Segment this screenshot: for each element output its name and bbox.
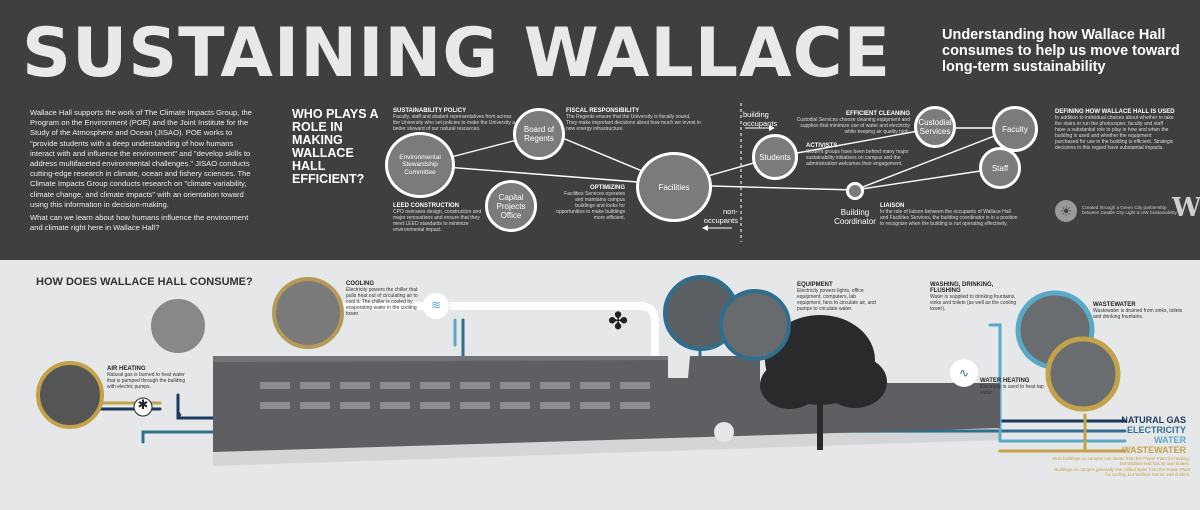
legend-water: WATER <box>1154 435 1186 445</box>
efficient-cleaning-block: EFFICIENT CLEANING Custodial Services ch… <box>796 111 910 135</box>
node-building-coordinator <box>846 182 864 200</box>
node-staff: Staff <box>979 147 1021 189</box>
poster-subtitle: Understanding how Wallace Hall consumes … <box>942 27 1180 75</box>
roles-heading: WHO PLAYS A ROLE IN MAKING WALLACE HALL … <box>292 107 379 186</box>
water-heating-block: WATER HEATING Electricity is used to hea… <box>980 378 1044 396</box>
node-custodial-services: Custodial Services <box>914 106 956 148</box>
node-students: Students <box>752 134 798 180</box>
node-facilities: Facilities <box>636 152 712 222</box>
legend-wastewater: WASTEWATER <box>1122 445 1186 455</box>
poster-title: SUSTAINING WALLACE <box>22 14 892 93</box>
building-coordinator-label: Building Coordinator <box>834 208 876 226</box>
node-capital-projects: Capital Projects Office <box>485 180 537 232</box>
building-occupants-label: building occupants <box>743 110 778 128</box>
sustainability-policy-block: SUSTAINABILITY POLICY Faculty, staff and… <box>393 108 515 132</box>
node-environmental-stewardship: Environmental Stewardship Committee <box>385 132 455 198</box>
liaison-block: LIAISON In the role of liaison between t… <box>880 203 1018 227</box>
coil-icon: ≋ <box>430 298 442 312</box>
non-occupants-label: non-occupants <box>703 207 738 225</box>
fan-icon: ✱ <box>137 397 149 412</box>
node-board-of-regents: Board of Regents <box>513 108 565 160</box>
equipment-block: EQUIPMENT Electricity powers lights, off… <box>797 282 876 312</box>
green-city-logo-icon: ☀ <box>1055 200 1077 222</box>
node-faculty: Faculty <box>992 106 1038 152</box>
legend-note-heating: Most buildings on campus use steam from … <box>1052 456 1190 466</box>
uw-w-logo-icon: W <box>1172 193 1200 223</box>
top-panel: SUSTAINING WALLACE Understanding how Wal… <box>0 0 1200 260</box>
legend-natural-gas: NATURAL GAS <box>1121 415 1186 425</box>
wastewater-block: WASTEWATER Wastewater is drained from si… <box>1093 302 1183 320</box>
legend-note-cooling: Buildings on campus generally use chille… <box>1054 467 1190 477</box>
legend-electricity: ELECTRICITY <box>1126 425 1186 435</box>
air-heating-block: AIR HEATING Natural gas is burned to hea… <box>107 366 186 390</box>
cooling-block: COOLING Electricity powers the chiller t… <box>346 281 418 317</box>
consume-heading: HOW DOES WALLACE HALL CONSUME? <box>36 276 253 288</box>
leed-construction-block: LEED CONSTRUCTION CPO oversees design, c… <box>393 203 482 233</box>
activists-block: ACTIVISTS Student groups have been behin… <box>806 143 909 167</box>
flame-icon: ♦ <box>176 409 182 421</box>
washing-block: WASHING, DRINKING, FLUSHING Water is sup… <box>930 282 1017 312</box>
credit-text: Created through a Green City partnership… <box>1082 205 1177 216</box>
coil-icon: ∿ <box>958 366 970 380</box>
fiscal-responsibility-block: FISCAL RESPONSIBILITY The Regents ensure… <box>566 108 701 132</box>
intro-question: What can we learn about how humans influ… <box>30 213 249 233</box>
optimizing-block: OPTIMIZING Facilities Services operates … <box>556 185 625 221</box>
defining-use-block: DEFINING HOW WALLACE HALL IS USED In add… <box>1055 109 1175 151</box>
intro-paragraph: Wallace Hall supports the work of The Cl… <box>30 108 252 209</box>
fan-icon: ✤ <box>607 308 629 335</box>
